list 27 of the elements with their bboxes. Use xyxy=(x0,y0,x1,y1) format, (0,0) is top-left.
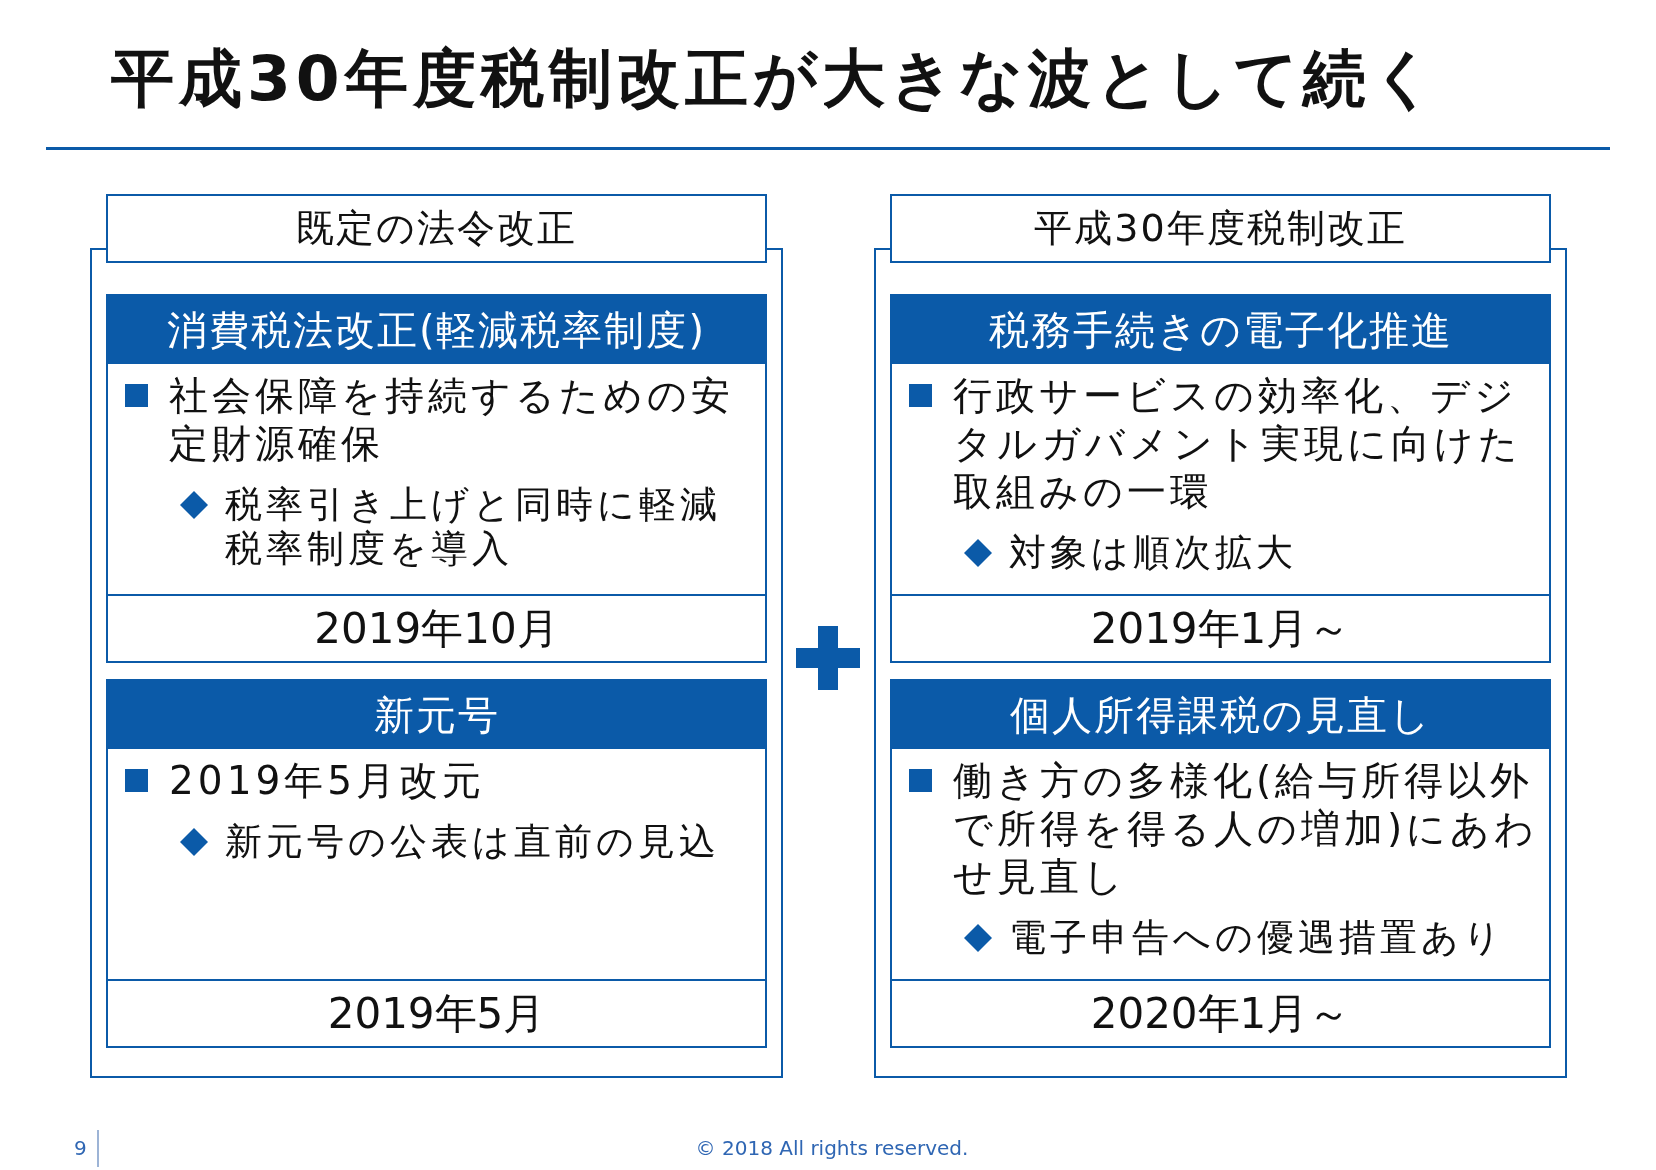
topic-card xyxy=(890,294,1551,663)
section-panel xyxy=(90,194,783,1078)
bullet-text: 社会保障を持続するための安定財源確保 xyxy=(169,372,735,468)
page-number: 9 xyxy=(74,1135,87,1162)
bullet-text: 働き方の多様化(給与所得以外で所得を得る人の増加)にあわせ見直し xyxy=(953,757,1540,901)
date-footer: 2019年10月 xyxy=(108,594,765,661)
heading-band: 税務手続きの電子化推進 xyxy=(892,296,1549,364)
date-footer: 2020年1月～ xyxy=(892,979,1549,1046)
date-footer: 2019年5月 xyxy=(108,979,765,1046)
sub-bullet-text: 税率引き上げと同時に軽減税率制度を導入 xyxy=(225,483,722,571)
topic-card xyxy=(106,294,767,663)
bullet-text: 行政サービスの効率化、デジタルガバメント実現に向けた取組みの一環 xyxy=(953,372,1523,516)
heading-box: 既定の法令改正 xyxy=(106,194,767,263)
heading-band: 消費税法改正(軽減税率制度) xyxy=(108,296,765,364)
heading-band: 個人所得課税の見直し xyxy=(892,681,1549,749)
heading-band: 新元号 xyxy=(108,681,765,749)
sub-bullet-text: 新元号の公表は直前の見込 xyxy=(225,820,721,864)
bullet-text: 2019年5月改元 xyxy=(169,757,487,805)
copyright-text: © 2018 All rights reserved. xyxy=(695,1135,969,1162)
sub-bullet-text: 対象は順次拡大 xyxy=(1009,531,1298,575)
title: 平成30年度税制改正が大きな波として続く xyxy=(111,41,1440,117)
date-footer: 2019年1月～ xyxy=(892,594,1549,661)
section-panel xyxy=(874,194,1567,1078)
heading-box: 平成30年度税制改正 xyxy=(890,194,1551,263)
sub-bullet-text: 電子申告への優遇措置あり xyxy=(1009,916,1506,960)
topic-card xyxy=(890,679,1551,1048)
topic-card xyxy=(106,679,767,1048)
